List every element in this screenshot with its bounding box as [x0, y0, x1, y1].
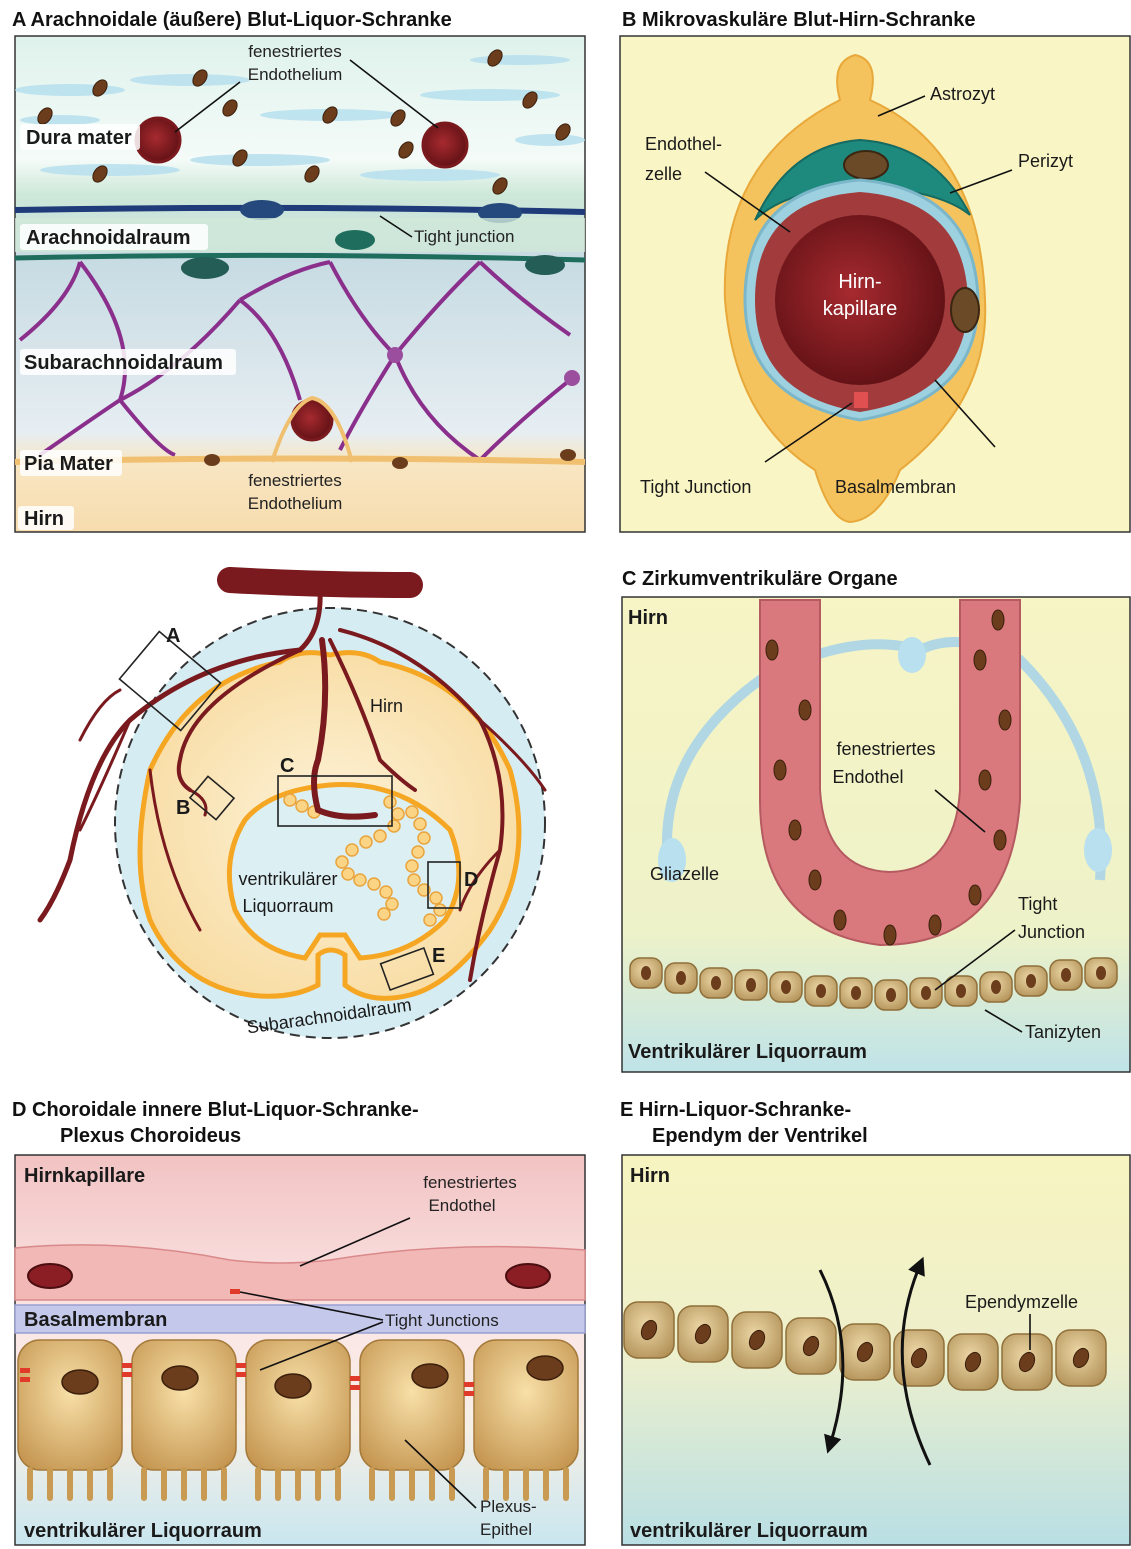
- tight-junction-b: [854, 392, 868, 408]
- arachnoid-cell: [240, 200, 284, 220]
- label-endo-1: Endothel-: [645, 134, 722, 154]
- overview-letter-d: D: [464, 869, 478, 891]
- arachnoid-cell: [525, 255, 565, 275]
- arachnoid-cell: [181, 257, 229, 279]
- label-hirn-c: Hirn: [628, 607, 668, 629]
- label-plexus-2: Epithel: [480, 1520, 532, 1539]
- label-fen-d-2: Endothel: [428, 1196, 495, 1215]
- label-ventr-c: Ventrikulärer Liquorraum: [628, 1041, 867, 1063]
- panel-e-title-2: Ependym der Ventrikel: [652, 1125, 868, 1147]
- label-cap-1: Hirn-: [838, 271, 881, 293]
- panel-d-title-2: Plexus Choroideus: [60, 1125, 241, 1147]
- label-tight-c-2: Junction: [1018, 922, 1085, 942]
- label-fen-d-1: fenestriertes: [423, 1173, 517, 1192]
- label-tight-c-1: Tight: [1018, 894, 1057, 914]
- label-ventr-e: ventrikulärer Liquorraum: [630, 1520, 868, 1542]
- label-ventr-d: ventrikulärer Liquorraum: [24, 1520, 262, 1542]
- label-astrozyt: Astrozyt: [930, 84, 995, 104]
- label-plexus-1: Plexus-: [480, 1497, 537, 1516]
- label-tight-d: Tight Junctions: [385, 1311, 499, 1330]
- overview-label-hirn: Hirn: [370, 696, 403, 716]
- panel-d: D Choroidale innere Blut-Liquor-Schranke…: [12, 1099, 585, 1545]
- overview: A B C D E Hirn ventrikulärer Liquorraum …: [40, 580, 545, 1038]
- label-ependym: Ependymzelle: [965, 1292, 1078, 1312]
- panel-a: A Arachnoidale (äußere) Blut-Liquor-Schr…: [12, 9, 585, 532]
- trabecula-cell: [564, 370, 580, 386]
- panel-e-title-1: E Hirn-Liquor-Schranke-: [620, 1099, 851, 1121]
- label-hirnkap: Hirnkapillare: [24, 1165, 145, 1187]
- overview-label-ventr-1: ventrikulärer: [238, 869, 337, 889]
- label-subarachnoid: Subarachnoidalraum: [24, 352, 223, 374]
- label-basal-b: Basalmembran: [835, 477, 956, 497]
- dura-capillary-right: [423, 123, 467, 167]
- label-fen-2b: Endothelium: [248, 494, 343, 513]
- label-tanizyten: Tanizyten: [1025, 1022, 1101, 1042]
- pia-cell: [204, 454, 220, 466]
- label-fen-c-1: fenestriertes: [836, 739, 935, 759]
- plexus-cells: [18, 1340, 578, 1470]
- label-tight-b: Tight Junction: [640, 477, 751, 497]
- endothelial-nucleus-d: [506, 1264, 550, 1288]
- label-fen-1b: Endothelium: [248, 65, 343, 84]
- label-dura: Dura mater: [26, 127, 132, 149]
- glia-cell: [1084, 828, 1112, 872]
- label-glia: Gliazelle: [650, 864, 719, 884]
- panel-c-title: C Zirkumventrikuläre Organe: [622, 568, 898, 590]
- pericyte-nucleus: [844, 151, 888, 179]
- pia-cell: [392, 457, 408, 469]
- endothelial-nucleus: [951, 288, 979, 332]
- endothelial-nucleus-d: [28, 1264, 72, 1288]
- dura-capillary-left: [136, 118, 180, 162]
- arachnoid-cell: [335, 230, 375, 250]
- label-endo-2: zelle: [645, 164, 682, 184]
- overview-letter-a: A: [166, 625, 180, 647]
- label-hirn-a: Hirn: [24, 508, 64, 530]
- overview-label-ventr-2: Liquorraum: [242, 896, 333, 916]
- panel-b-title: B Mikrovaskuläre Blut-Hirn-Schranke: [622, 9, 975, 31]
- overview-letter-b: B: [176, 797, 190, 819]
- label-cap-2: kapillare: [823, 298, 897, 320]
- overview-letter-e: E: [432, 945, 445, 967]
- label-basal-d: Basalmembran: [24, 1309, 167, 1331]
- label-fen-2a: fenestriertes: [248, 471, 342, 490]
- panel-e: E Hirn-Liquor-Schranke- Ependym der Vent…: [620, 1099, 1130, 1545]
- glia-cell: [898, 637, 926, 673]
- pia-cell: [560, 449, 576, 461]
- microvilli: [30, 1470, 566, 1498]
- panel-c: C Zirkumventrikuläre Organe: [622, 568, 1130, 1072]
- panel-d-title-1: D Choroidale innere Blut-Liquor-Schranke…: [12, 1099, 419, 1121]
- trabecula-cell: [387, 347, 403, 363]
- label-pia: Pia Mater: [24, 453, 113, 475]
- overview-letter-c: C: [280, 755, 294, 777]
- label-arachnoid: Arachnoidalraum: [26, 227, 190, 249]
- panel-a-title: A Arachnoidale (äußere) Blut-Liquor-Schr…: [12, 9, 452, 31]
- label-hirn-e: Hirn: [630, 1165, 670, 1187]
- label-perizyt: Perizyt: [1018, 151, 1073, 171]
- label-fen-c-2: Endothel: [832, 767, 903, 787]
- label-tight-a: Tight junction: [414, 227, 514, 246]
- panel-b: B Mikrovaskuläre Blut-Hirn-Schranke Astr…: [620, 9, 1130, 532]
- label-fen-1a: fenestriertes: [248, 42, 342, 61]
